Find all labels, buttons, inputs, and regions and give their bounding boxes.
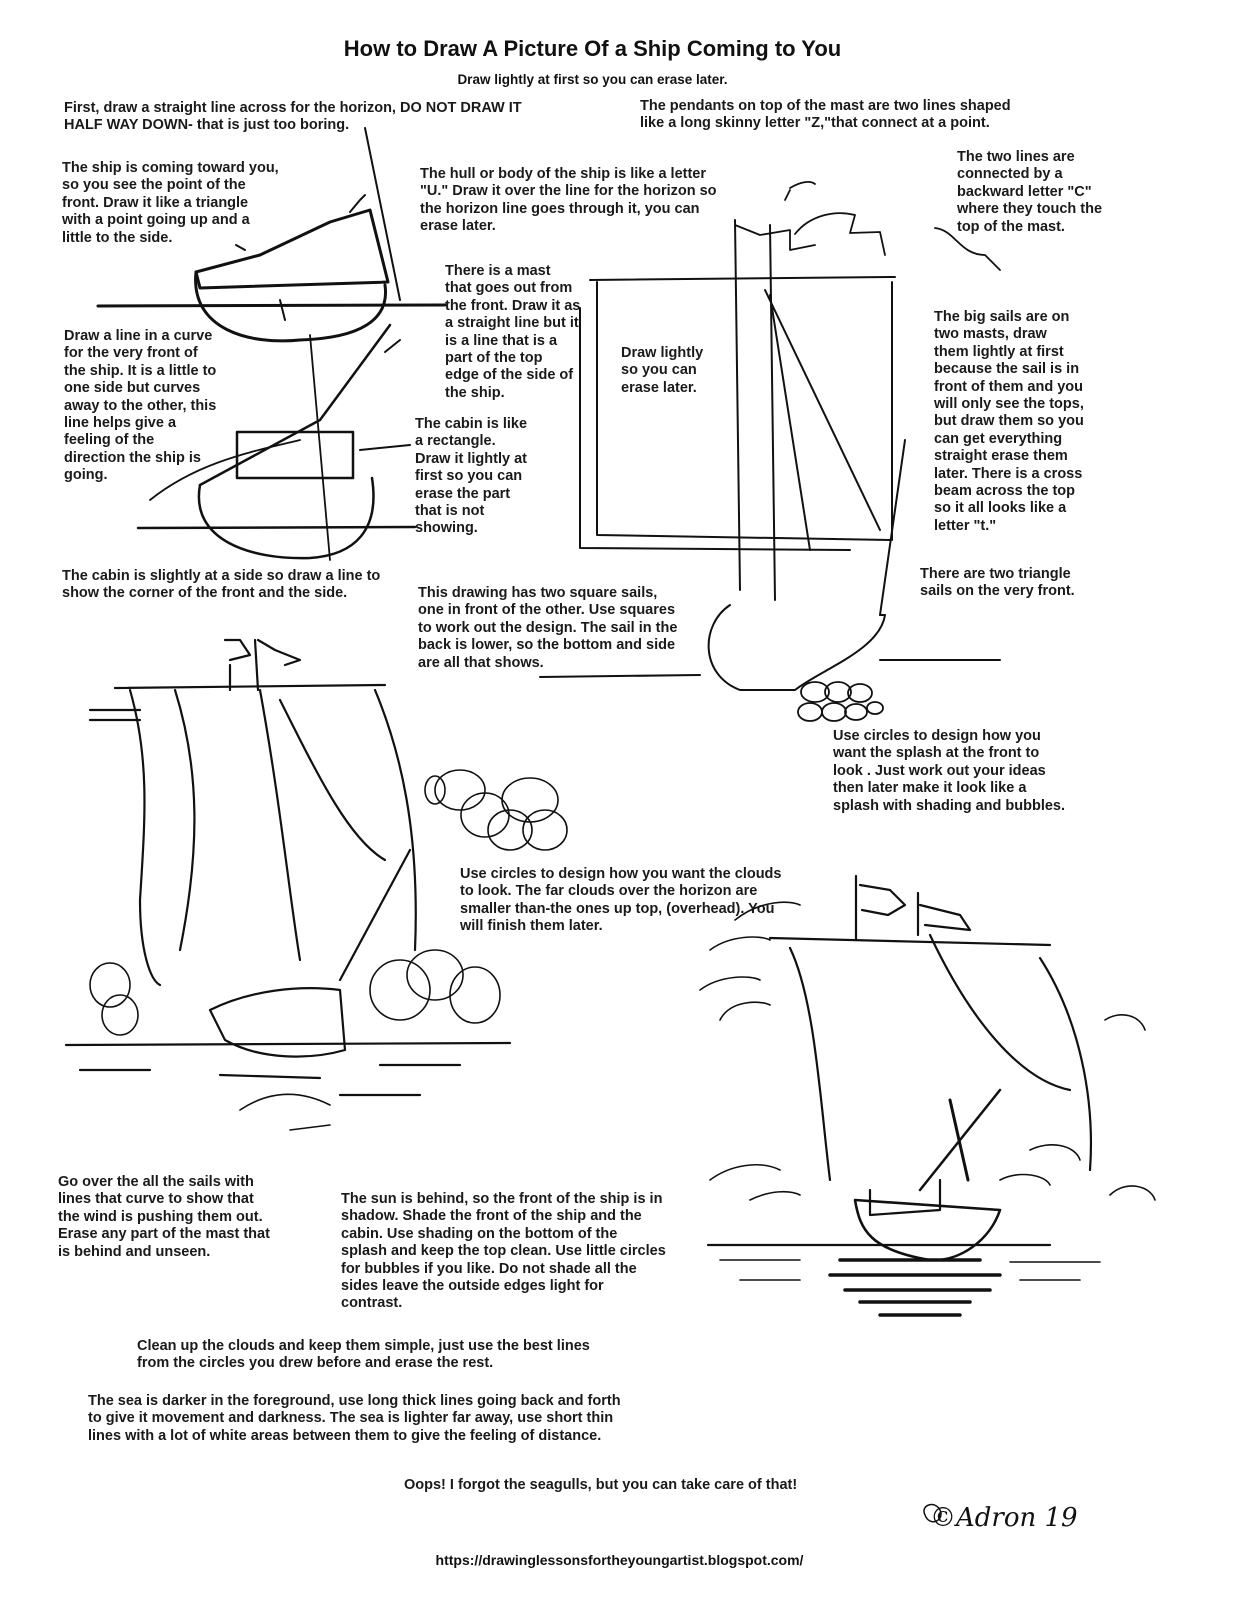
- instruction-cloud-circles: Use circles to design how you want the c…: [460, 866, 782, 935]
- instruction-triangle-sails: There are two triangle sails on the very…: [920, 566, 1075, 600]
- step-5-finished-ship-shaded: [699, 874, 1156, 1317]
- instruction-draw-lightly: Draw lightly so you can erase later.: [621, 345, 704, 396]
- instruction-horizon: First, draw a straight line across for t…: [64, 100, 522, 134]
- instruction-big-sails: The big sails are on two masts, draw the…: [934, 309, 1084, 534]
- instruction-curve-sails: Go over the all the sails with lines tha…: [58, 1174, 270, 1260]
- instruction-clean-clouds: Clean up the clouds and keep them simple…: [137, 1338, 590, 1372]
- instruction-pendants: The pendants on top of the mast are two …: [640, 98, 1011, 132]
- instruction-backward-c: The two lines are connected by a backwar…: [957, 149, 1103, 235]
- instruction-sun-behind: The sun is behind, so the front of the s…: [341, 1191, 666, 1312]
- instruction-sea: The sea is darker in the foreground, use…: [88, 1393, 621, 1444]
- page-subtitle: Draw lightly at first so you can erase l…: [457, 72, 728, 87]
- instruction-cabin-side: The cabin is slightly at a side so draw …: [62, 568, 381, 602]
- website-url[interactable]: https://drawinglessonsfortheyoungartist.…: [435, 1552, 804, 1568]
- instruction-square-sails: This drawing has two square sails, one i…: [418, 585, 678, 671]
- instruction-splash-circles: Use circles to design how you want the s…: [833, 728, 1066, 814]
- artist-signature: ©Adron 19: [930, 1503, 1078, 1533]
- instruction-cabin-rectangle: The cabin is like a rectangle. Draw it l…: [415, 416, 528, 537]
- instruction-hull: The hull or body of the ship is like a l…: [420, 166, 717, 235]
- instruction-mast: There is a mast that goes out from the f…: [445, 263, 581, 401]
- instruction-seagulls: Oops! I forgot the seagulls, but you can…: [404, 1477, 798, 1493]
- instruction-ship-toward: The ship is coming toward you, so you se…: [62, 160, 279, 246]
- instruction-curve-front: Draw a line in a curve for the very fron…: [64, 328, 217, 484]
- page-title: How to Draw A Picture Of a Ship Coming t…: [343, 36, 842, 61]
